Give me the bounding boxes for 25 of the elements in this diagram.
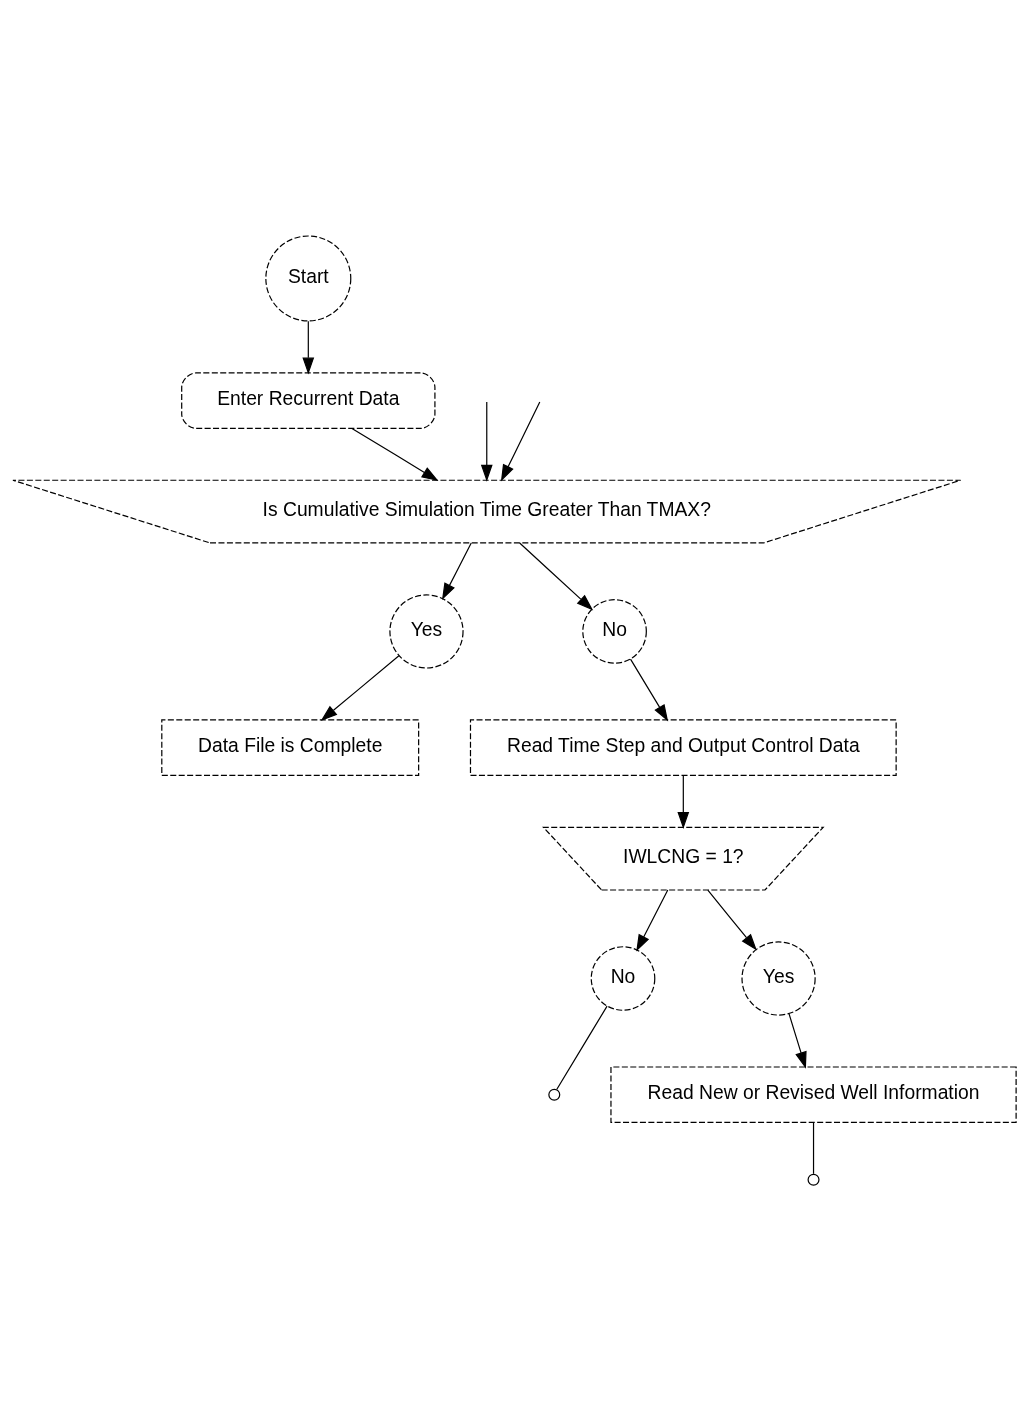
arrow [677,775,690,829]
node-circle: No [582,599,647,664]
arrow [480,401,493,482]
arrow [636,889,669,952]
arrow [320,655,400,722]
node-circle: Start [265,235,352,322]
arrow [629,658,669,722]
node-box: Read Time Step and Output Control Data [469,719,897,777]
node-box: Data File is Complete [161,719,420,777]
arrow [707,889,757,951]
arrow [441,542,472,601]
connector [556,1005,608,1091]
node-box: Read New or Revised Well Information [610,1066,1017,1124]
node-circle [548,1088,561,1101]
arrow [788,1013,807,1069]
arrow [519,542,594,611]
node-circle: No [590,946,656,1011]
arrow [302,320,315,375]
node-circle: Yes [389,594,464,669]
node-circle: Yes [741,941,816,1016]
node-box: Enter Recurrent Data [181,372,436,429]
node-circle [807,1173,820,1186]
connector [812,1121,815,1175]
arrow [500,401,541,482]
arrow [351,427,439,482]
